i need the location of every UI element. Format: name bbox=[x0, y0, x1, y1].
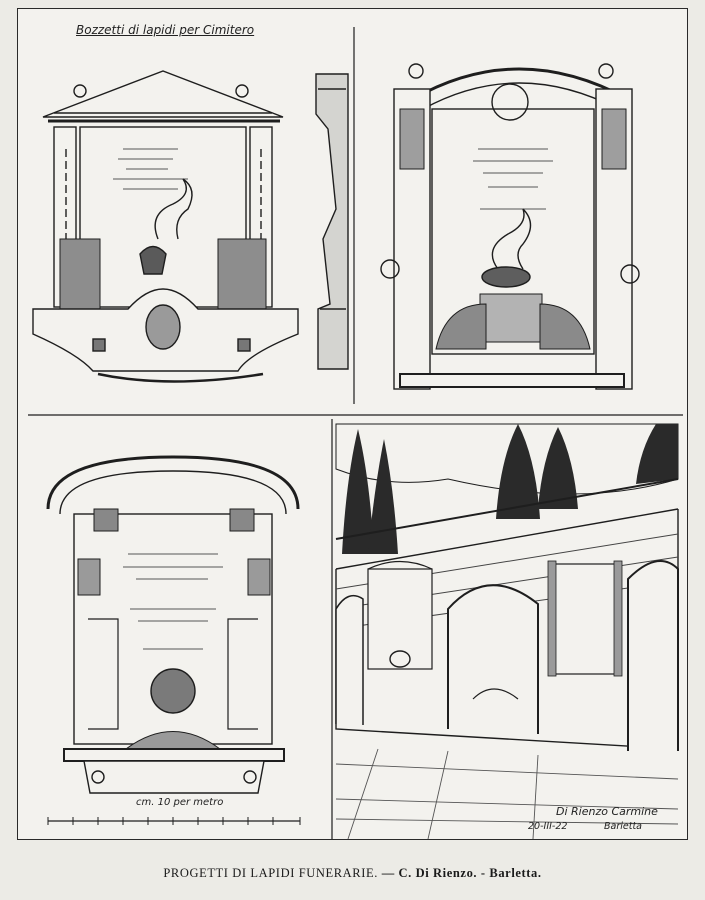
sketch-date: 20-III-22 bbox=[528, 821, 568, 832]
tombstone-profile bbox=[315, 73, 349, 370]
tombstone-design-3 bbox=[46, 455, 301, 825]
caption-place: - Barletta. bbox=[480, 866, 542, 880]
drawing-canvas bbox=[28, 27, 683, 840]
figure-caption: PROGETTI DI LAPIDI FUNERARIE. — C. Di Ri… bbox=[0, 866, 705, 881]
caption-author: — C. Di Rienzo. bbox=[381, 866, 478, 880]
drawing-plate: Bozzetti di lapidi per Cimitero cm. 10 p… bbox=[17, 8, 688, 840]
cemetery-perspective-scene bbox=[335, 423, 679, 840]
sketch-place: Barletta bbox=[604, 821, 642, 832]
tombstone-design-2 bbox=[380, 63, 640, 390]
artist-signature: Di Rienzo Carmine bbox=[556, 805, 658, 818]
caption-title: PROGETTI DI LAPIDI FUNERARIE. bbox=[163, 866, 378, 880]
scale-label: cm. 10 per metro bbox=[136, 797, 224, 808]
sketch-title: Bozzetti di lapidi per Cimitero bbox=[76, 23, 255, 37]
tombstone-design-1 bbox=[32, 70, 299, 383]
